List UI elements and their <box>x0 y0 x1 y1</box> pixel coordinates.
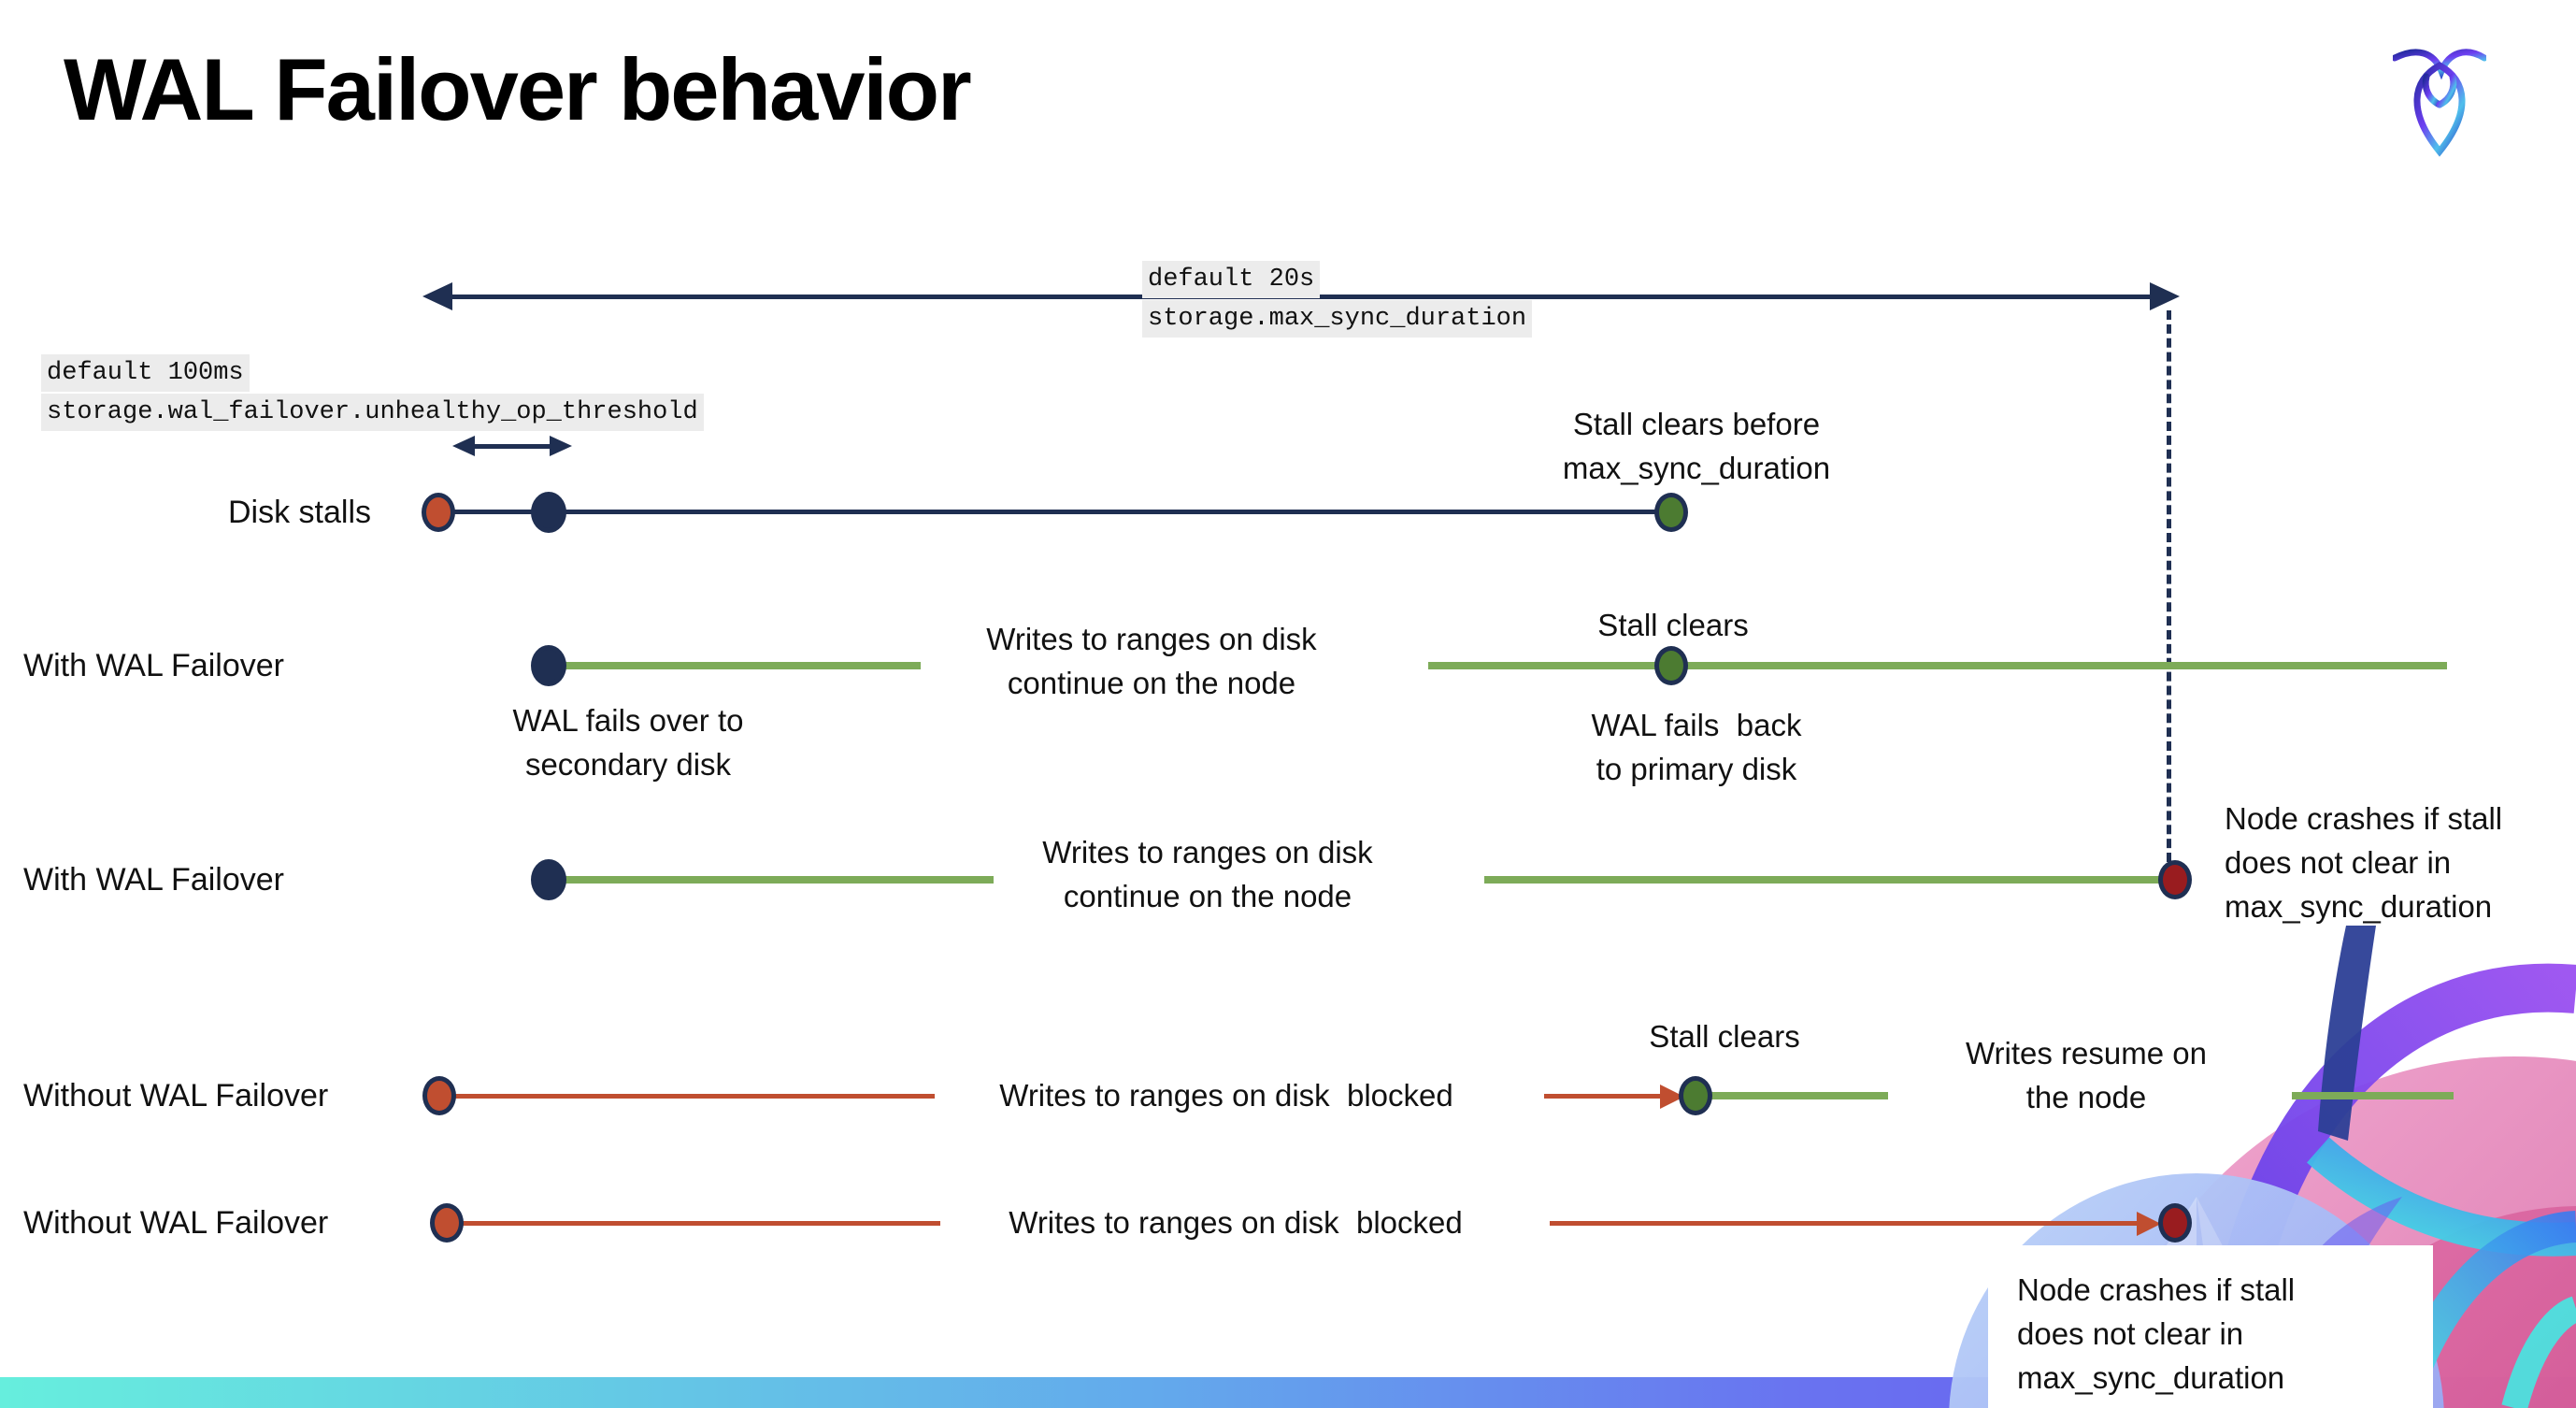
failover-dot <box>531 645 566 686</box>
writes-continue-line-b <box>1428 662 2447 669</box>
node-crash-annotation-2: Node crashes if stall does not clear in … <box>2017 1272 2296 1395</box>
writes-continue-line-d <box>1484 876 2175 884</box>
writes-continue-line-a <box>553 662 921 669</box>
disk-stall-timeline <box>438 510 1671 514</box>
max-sync-default-label: default 20s <box>1142 261 1321 298</box>
failover-annotation: WAL fails over to secondary disk <box>512 703 744 782</box>
writes-blocked-line-c <box>449 1221 940 1226</box>
failback-annotation: WAL fails back to primary disk <box>1591 708 1802 786</box>
writes-continue-line-c <box>553 876 994 884</box>
disk-stall-dot-2 <box>422 1076 456 1115</box>
row-label-without-wal-failover-1: Without WAL Failover <box>23 1078 329 1113</box>
crash-annotation-backdrop <box>1988 1245 2433 1408</box>
writes-continue-annotation-1: Writes to ranges on disk continue on the… <box>986 622 1317 700</box>
row-label-with-wal-failover-1: With WAL Failover <box>23 648 284 683</box>
writes-blocked-annotation-1: Writes to ranges on disk blocked <box>999 1078 1453 1113</box>
unhealthy-op-setting-label: storage.wal_failover.unhealthy_op_thresh… <box>41 394 704 431</box>
stall-clears-annotation-2: Stall clears <box>1649 1019 1800 1054</box>
writes-resume-line-b <box>2292 1092 2454 1099</box>
writes-blocked-line-d <box>1550 1221 2142 1226</box>
stall-clears-before-annotation: Stall clears before max_sync_duration <box>1562 407 1831 485</box>
stall-clears-dot-2 <box>1679 1076 1712 1115</box>
writes-blocked-line-b <box>1544 1094 1666 1099</box>
arrowhead-right-icon <box>2150 282 2180 310</box>
arrowhead-right-small-icon <box>550 436 572 456</box>
max-sync-setting-label: storage.max_sync_duration <box>1142 300 1533 338</box>
cockroachdb-logo-icon <box>2393 49 2486 157</box>
writes-resume-annotation: Writes resume on the node <box>1966 1036 2207 1114</box>
writes-continue-annotation-2: Writes to ranges on disk continue on the… <box>1042 835 1373 913</box>
disk-stall-start-dot <box>422 493 455 532</box>
failover-threshold-dot <box>531 492 566 533</box>
arrowhead-left-small-icon <box>452 436 475 456</box>
writes-blocked-annotation-2: Writes to ranges on disk blocked <box>1009 1205 1463 1240</box>
node-crash-dot-2 <box>2158 1203 2192 1243</box>
node-crash-annotation-1: Node crashes if stall does not clear in … <box>2225 801 2503 924</box>
page-title: WAL Failover behavior <box>64 40 972 138</box>
disk-stall-dot-3 <box>430 1203 464 1243</box>
failover-dot-2 <box>531 859 566 900</box>
row-label-disk-stalls: Disk stalls <box>228 495 372 530</box>
stall-clears-dot <box>1654 493 1688 532</box>
stall-clears-annotation-1: Stall clears <box>1597 608 1749 642</box>
writes-blocked-line-a <box>441 1094 935 1099</box>
node-crash-dot-1 <box>2158 860 2192 899</box>
row-label-without-wal-failover-2: Without WAL Failover <box>23 1205 329 1241</box>
failback-dot <box>1654 646 1688 685</box>
arrowhead-left-icon <box>422 282 452 310</box>
unhealthy-op-default-label: default 100ms <box>41 354 250 392</box>
unhealthy-op-span-line <box>467 444 553 449</box>
writes-resume-line-a <box>1705 1092 1888 1099</box>
red-arrowhead-icon-2 <box>2137 1212 2161 1236</box>
max-sync-deadline-dashed-line <box>2167 310 2171 862</box>
row-label-with-wal-failover-2: With WAL Failover <box>23 862 284 898</box>
